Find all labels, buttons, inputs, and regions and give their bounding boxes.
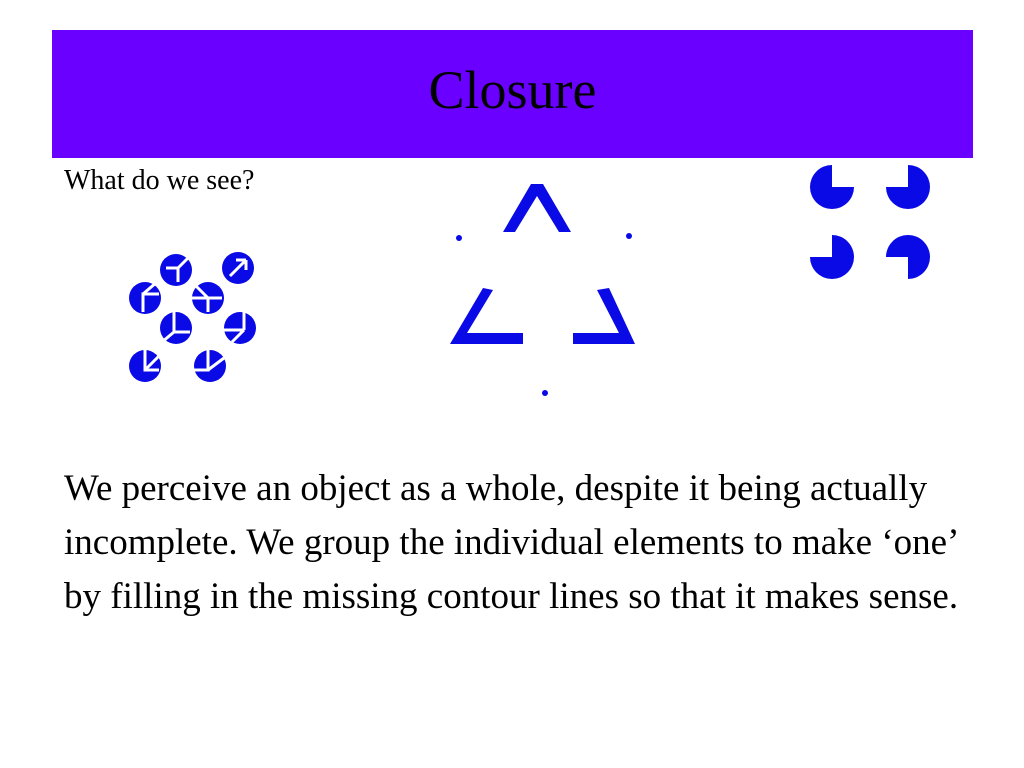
pacman-top-left	[810, 165, 854, 209]
kanizsa-triangle-icon	[450, 184, 635, 396]
pacman-bottom-right	[886, 235, 930, 279]
circle-cluster-illusion-icon	[129, 252, 256, 382]
triangle-top-corner	[503, 184, 571, 232]
notched-circle	[222, 252, 254, 284]
dot	[626, 233, 632, 239]
notched-circle	[129, 350, 161, 382]
pacman-bottom-left	[810, 235, 854, 279]
slide-title: Closure	[428, 60, 597, 120]
notched-circle	[194, 350, 226, 382]
notched-circle	[160, 254, 192, 286]
title-banner: Closure	[52, 30, 973, 158]
triangle-right-corner	[573, 288, 635, 344]
dot	[456, 235, 462, 241]
dot	[542, 390, 548, 396]
kanizsa-square-icon	[810, 165, 930, 279]
notched-circle	[129, 280, 161, 314]
notched-circle	[160, 312, 192, 344]
question-text: What do we see?	[64, 165, 255, 196]
body-paragraph: We perceive an object as a whole, despit…	[64, 468, 959, 617]
triangle-left-corner	[450, 288, 523, 344]
notched-circle	[224, 312, 256, 344]
notched-circle	[192, 282, 224, 314]
pacman-top-right	[886, 165, 930, 209]
